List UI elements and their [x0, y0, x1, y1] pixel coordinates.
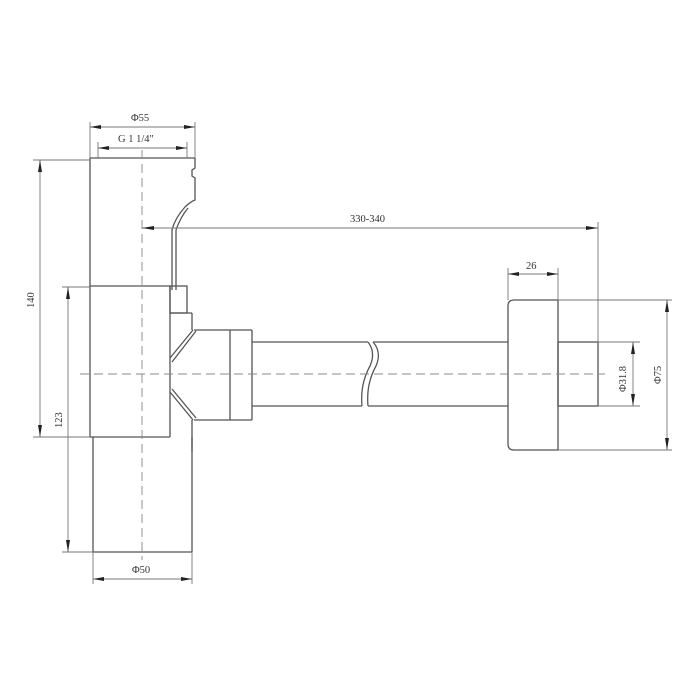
- center-lines: [80, 150, 605, 560]
- trap-lower-body: [92, 437, 193, 553]
- dimension-flange-width: 26: [507, 261, 559, 300]
- wall-flange: [507, 299, 599, 451]
- label-flange-diameter: Φ75: [653, 366, 664, 384]
- trap-middle-body: [90, 285, 193, 438]
- dimension-top-diameter: Φ55: [89, 113, 196, 158]
- dimension-pipe-length: 330-340: [142, 214, 599, 342]
- label-outlet-height: 123: [54, 412, 65, 428]
- dimension-outlet-height: 123: [54, 286, 93, 553]
- outlet-connector: [169, 329, 253, 452]
- label-top-diameter: Φ55: [131, 113, 149, 124]
- label-flange-width: 26: [526, 261, 537, 272]
- trap-upper-body: [89, 157, 196, 437]
- dimension-pipe-diameter: Φ31.8: [598, 341, 640, 407]
- label-thread: G 1 1/4": [118, 134, 154, 145]
- label-pipe-diameter: Φ31.8: [618, 366, 629, 392]
- label-bottom-diameter: Φ50: [132, 565, 150, 576]
- dimension-bottom-diameter: Φ50: [92, 552, 193, 584]
- dimension-thread: G 1 1/4": [97, 134, 188, 158]
- label-pipe-length: 330-340: [350, 214, 385, 225]
- label-overall-height: 140: [26, 292, 37, 308]
- dimension-overall-height: 140: [26, 159, 90, 438]
- horizontal-pipe: [252, 341, 508, 407]
- dimension-flange-diameter: Φ75: [558, 299, 672, 451]
